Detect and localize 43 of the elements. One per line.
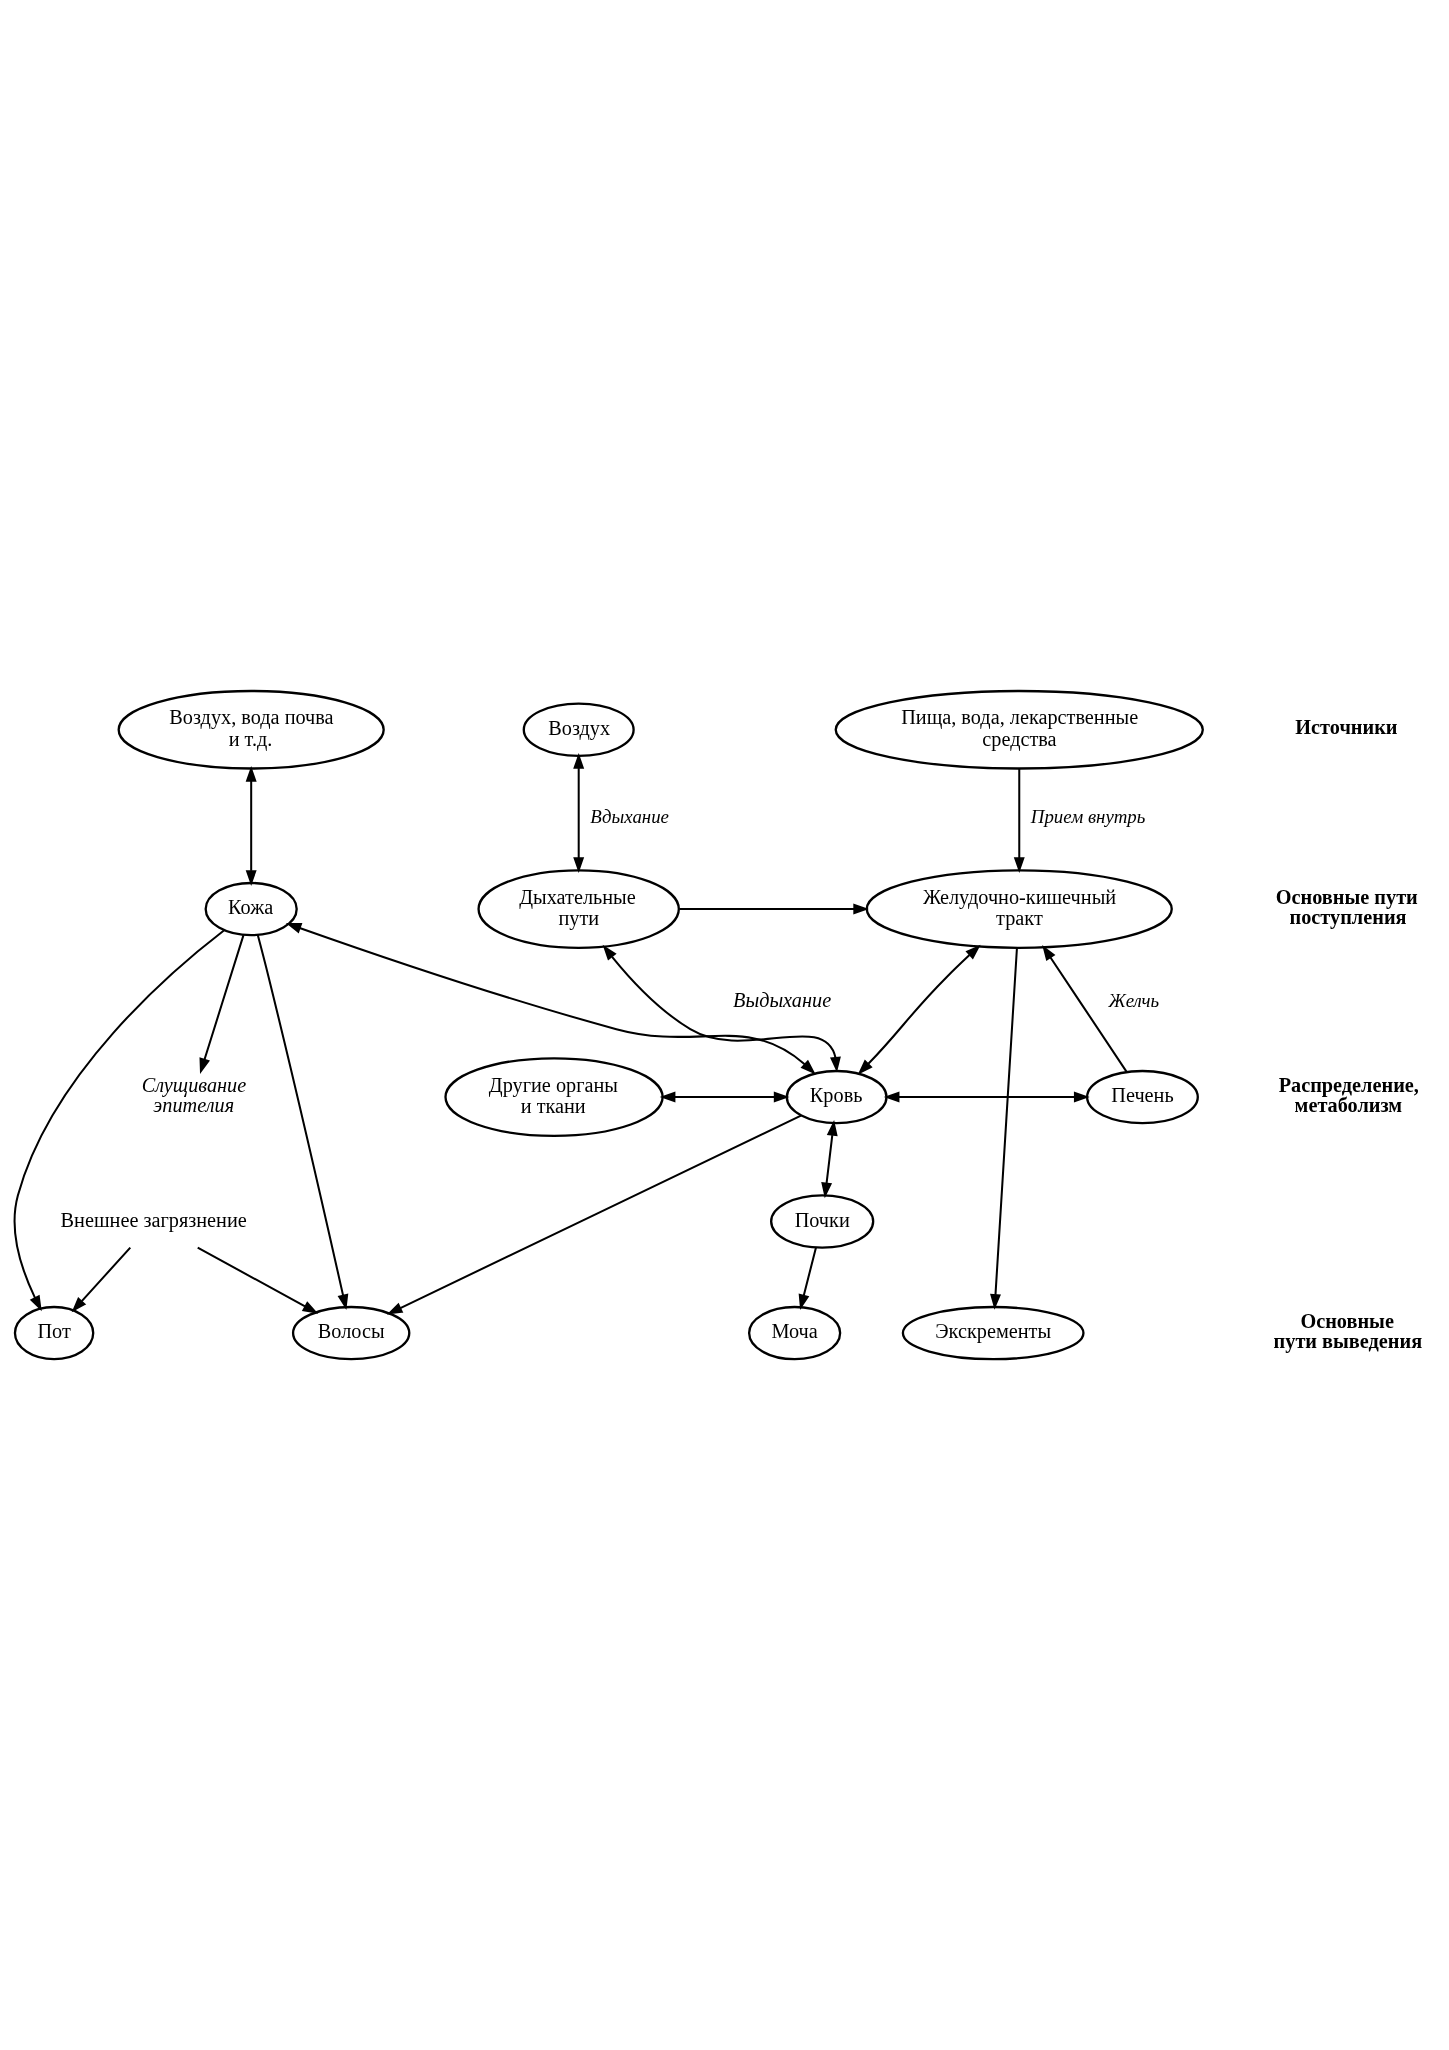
arrow	[256, 934, 349, 1311]
label: Выдыхание	[733, 988, 832, 1011]
arrow	[285, 923, 816, 1075]
node-ellipse: Печень	[1085, 1069, 1199, 1125]
arrow	[798, 1247, 817, 1311]
arrow	[199, 934, 245, 1074]
arrow	[602, 944, 841, 1073]
arrow	[71, 1246, 132, 1313]
node-ellipse: Воздух, вода почва и т.д.	[117, 689, 385, 770]
arrow	[1013, 769, 1025, 873]
node-ellipse: Экскременты	[901, 1305, 1085, 1361]
label: Источники	[1295, 715, 1398, 738]
arrow	[13, 929, 225, 1312]
edge-label: Желчь	[1108, 989, 1160, 1011]
arrow	[883, 1091, 1090, 1103]
node-ellipse: Волосы	[291, 1305, 411, 1361]
arrow	[245, 765, 257, 886]
arrow	[821, 1120, 838, 1199]
arrow	[1042, 944, 1128, 1073]
arrow	[679, 903, 869, 915]
label: Основные пути выведения	[1273, 1309, 1423, 1352]
edge-label: Вдыхание	[590, 805, 669, 827]
arrow	[573, 753, 585, 873]
label: Распределение, метаболизм	[1278, 1073, 1419, 1116]
label: Основные пути поступления	[1275, 885, 1418, 928]
node-ellipse: Другие органы и ткани	[444, 1057, 664, 1137]
node-text: Слущивание эпителия	[141, 1073, 247, 1116]
node-ellipse: Воздух	[522, 702, 635, 757]
node-ellipse: Кровь	[785, 1069, 888, 1125]
node-text: Внешнее загрязнение	[60, 1208, 247, 1231]
node-ellipse: Кожа	[204, 881, 298, 937]
node-ellipse: Желудочно-кишечный тракт	[865, 869, 1173, 949]
node-ellipse: Моча	[747, 1305, 842, 1361]
arrow	[990, 948, 1018, 1310]
arrow	[659, 1091, 790, 1103]
node-ellipse: Почки	[770, 1194, 875, 1249]
edge-label: Прием внутрь	[1030, 805, 1146, 827]
arrow	[197, 1246, 319, 1314]
arrow	[857, 944, 981, 1075]
node-ellipse: Дыхательные пути	[477, 869, 680, 949]
node-ellipse: Пот	[13, 1305, 95, 1361]
arrow	[386, 1114, 802, 1315]
node-ellipse: Пища, вода, лекарственные средства	[834, 689, 1204, 770]
